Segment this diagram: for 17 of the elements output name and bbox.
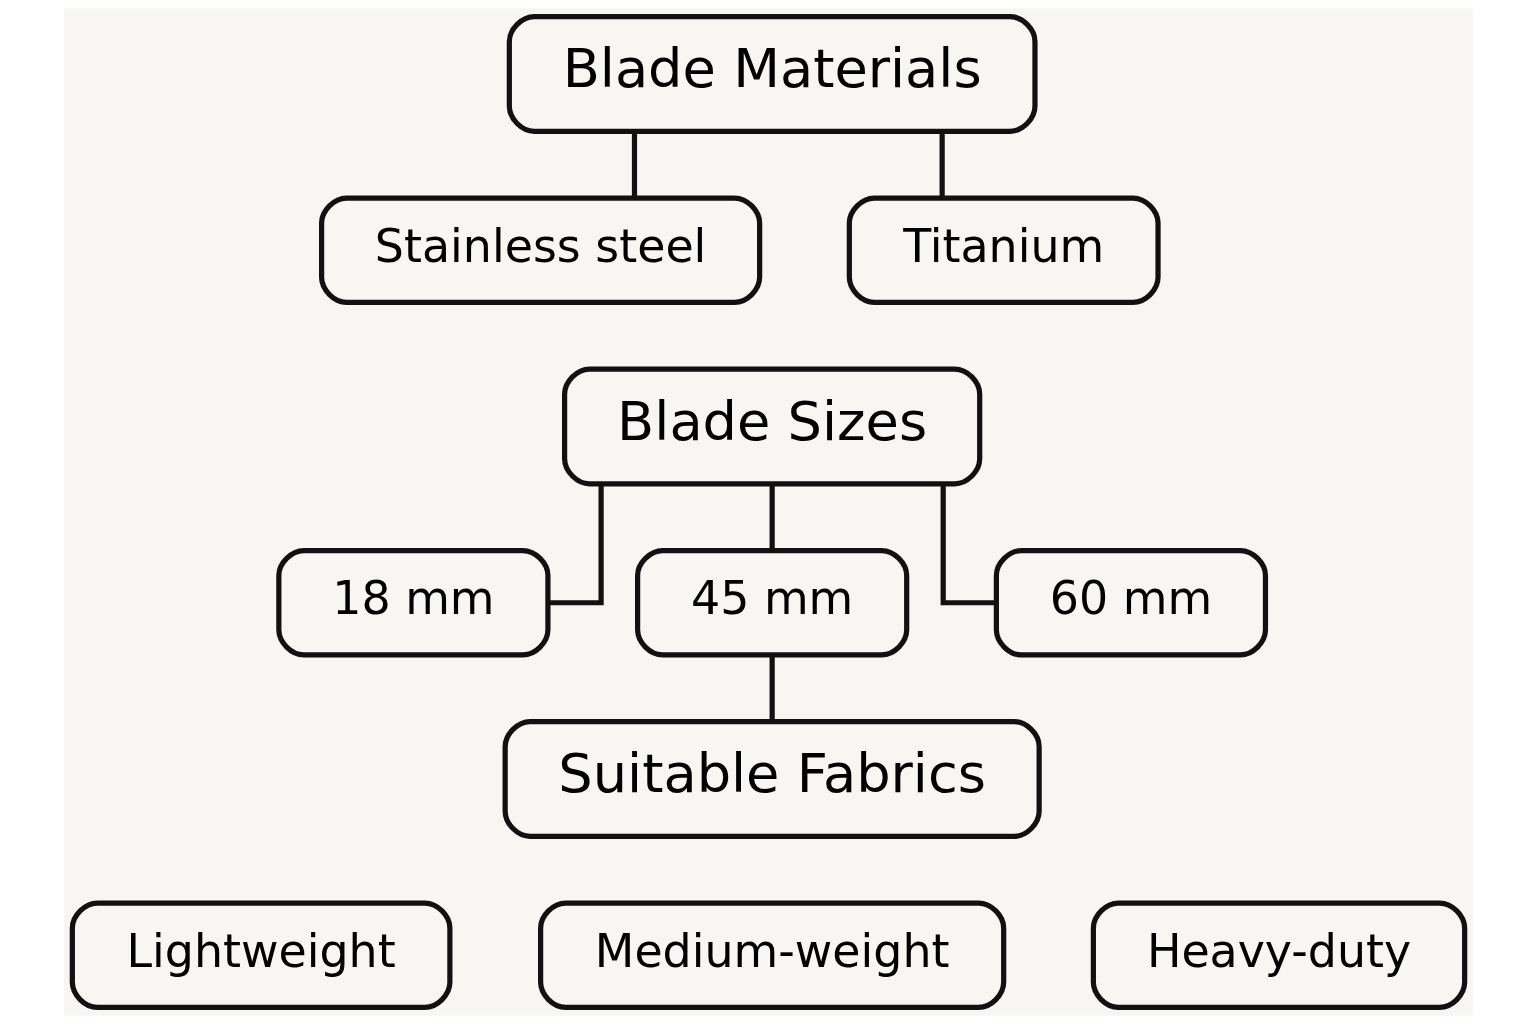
node-box: Medium-weight xyxy=(537,900,1006,1010)
node-box: Blade Sizes xyxy=(561,366,982,487)
node-box: Lightweight xyxy=(69,900,452,1010)
node-box: 60 mm xyxy=(993,548,1268,658)
connector xyxy=(769,484,775,551)
connector xyxy=(548,484,604,606)
node-box: Heavy-duty xyxy=(1090,900,1467,1010)
connector xyxy=(769,655,775,722)
connector xyxy=(939,131,945,198)
node-box: 18 mm xyxy=(275,548,551,658)
node-box: Blade Materials xyxy=(506,14,1038,134)
node-box: Stainless steel xyxy=(318,195,762,305)
node-box: 45 mm xyxy=(634,548,909,658)
connector xyxy=(940,484,995,606)
connector xyxy=(631,131,637,198)
node-box: Titanium xyxy=(846,195,1161,305)
node-box: Suitable Fabrics xyxy=(502,719,1042,839)
